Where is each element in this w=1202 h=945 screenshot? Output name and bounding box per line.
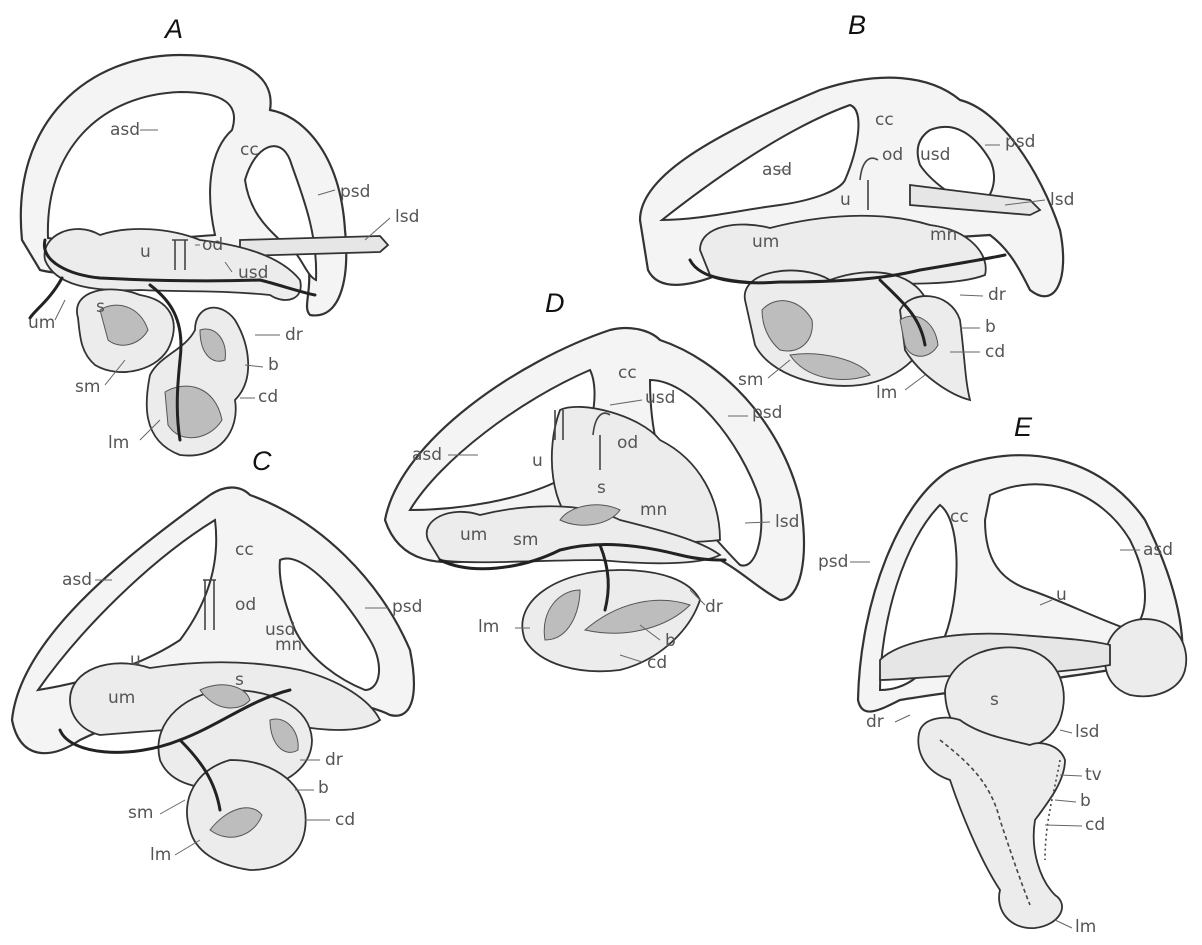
label-a-sm: sm <box>75 377 100 397</box>
label-e-lm: lm <box>1075 917 1096 937</box>
label-a-u: u <box>140 242 151 262</box>
label-b-um: um <box>752 232 779 252</box>
panel-e-letter: E <box>1014 412 1033 442</box>
label-e-cc: cc <box>950 507 969 527</box>
label-e-s: s <box>990 690 999 710</box>
label-d-cc: cc <box>618 363 637 383</box>
label-d-asd: asd <box>412 445 442 465</box>
label-c-u: u <box>130 650 141 670</box>
label-e-u: u <box>1056 585 1067 605</box>
label-c-sm: sm <box>128 803 153 823</box>
label-a-s: s <box>96 297 105 317</box>
label-d-u: u <box>532 451 543 471</box>
label-b-dr: dr <box>988 285 1006 305</box>
label-c-cc: cc <box>235 540 254 560</box>
label-b-od: od <box>882 145 903 165</box>
label-e-asd: asd <box>1143 540 1173 560</box>
label-d-s: s <box>597 478 606 498</box>
label-e-dr: dr <box>866 712 884 732</box>
label-c-b: b <box>318 778 329 798</box>
label-e-lsd: lsd <box>1075 722 1099 742</box>
label-b-psd: psd <box>1005 132 1035 152</box>
panel-e: E cc asd psd u s dr lsd tv b cd lm <box>818 412 1186 937</box>
label-d-dr: dr <box>705 597 723 617</box>
label-b-b: b <box>985 317 996 337</box>
label-b-mn: mn <box>930 225 957 245</box>
label-a-cd: cd <box>258 387 278 407</box>
panel-a-letter: A <box>163 14 183 44</box>
label-b-cc: cc <box>875 110 894 130</box>
label-d-b: b <box>665 631 676 651</box>
label-a-dr: dr <box>285 325 303 345</box>
label-e-tv: tv <box>1085 765 1102 785</box>
panel-c-letter: C <box>252 446 272 476</box>
label-d-lsd: lsd <box>775 512 799 532</box>
label-b-u: u <box>840 190 851 210</box>
panel-d: D cc usd psd od asd u s mn lsd um sm lm … <box>385 288 804 673</box>
label-a-asd: asd <box>110 120 140 140</box>
label-c-s: s <box>235 670 244 690</box>
panel-b-letter: B <box>848 10 866 40</box>
label-e-psd: psd <box>818 552 848 572</box>
panel-c: C cc asd psd od usd mn u s um dr b sm cd… <box>12 446 422 870</box>
label-b-lm: lm <box>876 383 897 403</box>
label-d-sm: sm <box>513 530 538 550</box>
label-a-um: um <box>28 313 55 333</box>
label-a-cc: cc <box>240 140 259 160</box>
label-b-usd: usd <box>920 145 950 165</box>
label-b-sm: sm <box>738 370 763 390</box>
label-d-cd: cd <box>647 653 667 673</box>
label-a-psd: psd <box>340 182 370 202</box>
label-b-cd: cd <box>985 342 1005 362</box>
label-c-mn: mn <box>275 635 302 655</box>
label-a-od: od <box>202 235 223 255</box>
label-d-lm: lm <box>478 617 499 637</box>
label-c-dr: dr <box>325 750 343 770</box>
label-a-lsd: lsd <box>395 207 419 227</box>
label-c-psd: psd <box>392 597 422 617</box>
label-c-cd: cd <box>335 810 355 830</box>
panel-d-letter: D <box>545 288 565 318</box>
label-a-b: b <box>268 355 279 375</box>
label-c-asd: asd <box>62 570 92 590</box>
label-b-lsd: lsd <box>1050 190 1074 210</box>
label-d-mn: mn <box>640 500 667 520</box>
label-a-lm: lm <box>108 433 129 453</box>
panel-a: A asd cc psd lsd u od usd um s dr sm b c… <box>21 14 420 456</box>
label-d-psd: psd <box>752 403 782 423</box>
label-c-lm: lm <box>150 845 171 865</box>
label-d-od: od <box>617 433 638 453</box>
label-d-usd: usd <box>645 388 675 408</box>
label-e-b: b <box>1080 791 1091 811</box>
label-a-usd: usd <box>238 263 268 283</box>
label-d-um: um <box>460 525 487 545</box>
label-c-od: od <box>235 595 256 615</box>
label-e-cd: cd <box>1085 815 1105 835</box>
label-c-um: um <box>108 688 135 708</box>
panel-b: B cc psd asd od usd lsd u um mn dr b cd … <box>640 10 1074 403</box>
